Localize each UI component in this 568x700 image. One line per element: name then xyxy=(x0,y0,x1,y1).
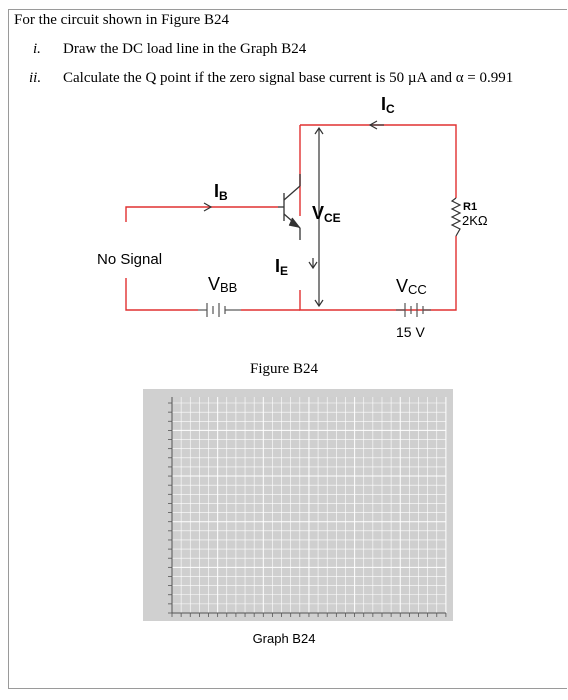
r1-name: R1 xyxy=(463,201,477,213)
circuit-diagram: IC IB VCE IE VBB VCC 15 V R1 2KΩ No Sign… xyxy=(97,94,488,340)
ic-label: IC xyxy=(381,94,395,116)
transistor-symbol xyxy=(278,174,301,240)
question-intro: For the circuit shown in Figure B24 xyxy=(14,12,229,28)
graph-paper xyxy=(143,389,453,621)
ic-arrow-icon xyxy=(368,120,384,130)
vcc-battery-icon xyxy=(396,303,431,317)
question-item-1-text: Draw the DC load line in the Graph B24 xyxy=(63,41,307,57)
question-item-1-number: i. xyxy=(33,41,41,57)
ib-arrow-icon xyxy=(203,202,213,212)
r1-value: 2KΩ xyxy=(462,213,488,228)
figure-caption: Figure B24 xyxy=(250,361,318,377)
no-signal-label: No Signal xyxy=(97,251,162,268)
question-frame xyxy=(8,9,567,689)
question-item-2-number: ii. xyxy=(29,70,42,86)
ie-label: IE xyxy=(275,256,288,278)
resistor-r1-symbol xyxy=(450,197,462,237)
vcc-value: 15 V xyxy=(396,324,425,340)
graph-ticks xyxy=(168,402,447,617)
vbb-battery-icon xyxy=(198,303,241,317)
question-item-2-text: Calculate the Q point if the zero signal… xyxy=(63,70,514,86)
circuit-wires xyxy=(125,124,457,311)
vce-arrow-icon xyxy=(314,126,324,308)
vbb-label: VBB xyxy=(208,274,237,295)
ib-label: IB xyxy=(214,181,228,203)
graph-caption: Graph B24 xyxy=(252,631,316,646)
vce-label: VCE xyxy=(312,203,341,225)
ie-arrow-icon xyxy=(308,258,318,270)
vcc-label: VCC xyxy=(396,276,427,297)
